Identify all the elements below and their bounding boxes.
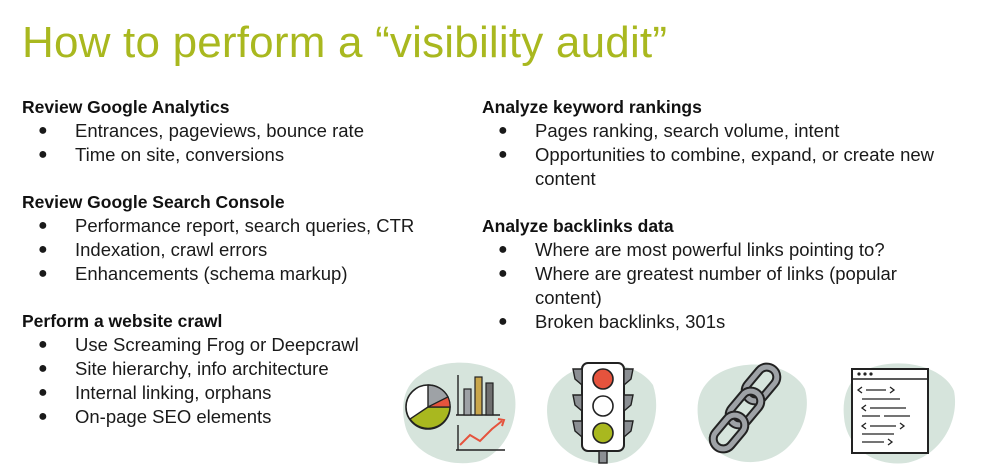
section-backlinks: Analyze backlinks data ●Where are most p… [482,214,962,334]
list-item: ●Where are greatest number of links (pop… [498,263,897,308]
bullet-icon: ● [38,265,48,282]
list-item: ●Internal linking, orphans [38,382,272,403]
bullet-icon: ● [498,241,508,258]
chain-link-icon [697,362,807,463]
list-item: ●Use Screaming Frog or Deepcrawl [38,334,359,355]
section-heading: Analyze backlinks data [482,216,674,236]
list-item: ●Enhancements (schema markup) [38,263,348,284]
code-document-icon [843,363,956,464]
bullet-icon: ● [38,408,48,425]
section-website-crawl: Perform a website crawl ●Use Screaming F… [22,309,462,429]
list-item: ●On-page SEO elements [38,406,272,427]
list-item: ●Opportunities to combine, expand, or cr… [498,144,935,189]
list-item: ●Pages ranking, search volume, intent [498,120,840,141]
section-heading: Review Google Search Console [22,192,285,212]
list-item: ●Indexation, crawl errors [38,239,268,260]
bullet-icon: ● [38,217,48,234]
section-heading: Review Google Analytics [22,97,230,117]
section-heading: Perform a website crawl [22,311,223,331]
bullet-icon: ● [498,313,508,330]
traffic-light-icon [547,362,657,464]
list-item: ●Broken backlinks, 301s [498,311,726,332]
section-heading: Analyze keyword rankings [482,97,702,117]
right-column: Analyze keyword rankings ●Pages ranking,… [482,95,962,357]
list-item: ●Entrances, pageviews, bounce rate [38,120,364,141]
section-keyword-rankings: Analyze keyword rankings ●Pages ranking,… [482,95,962,191]
list-item: ●Time on site, conversions [38,144,285,165]
section-google-analytics: Review Google Analytics ●Entrances, page… [22,95,462,167]
bullet-icon: ● [38,384,48,401]
bullet-icon: ● [38,241,48,258]
bullet-icon: ● [38,360,48,377]
bullet-icon: ● [498,122,508,139]
bullet-icon: ● [498,265,508,282]
page-title: How to perform a “visibility audit” [22,18,668,67]
list-item: ●Where are most powerful links pointing … [498,239,885,260]
left-column: Review Google Analytics ●Entrances, page… [22,95,462,452]
bullet-icon: ● [498,146,508,163]
charts-icon [403,362,516,464]
bullet-icon: ● [38,336,48,353]
bullet-icon: ● [38,146,48,163]
list-item: ●Site hierarchy, info architecture [38,358,329,379]
list-item: ●Performance report, search queries, CTR [38,215,415,236]
section-search-console: Review Google Search Console ●Performanc… [22,190,462,286]
bullet-icon: ● [38,122,48,139]
